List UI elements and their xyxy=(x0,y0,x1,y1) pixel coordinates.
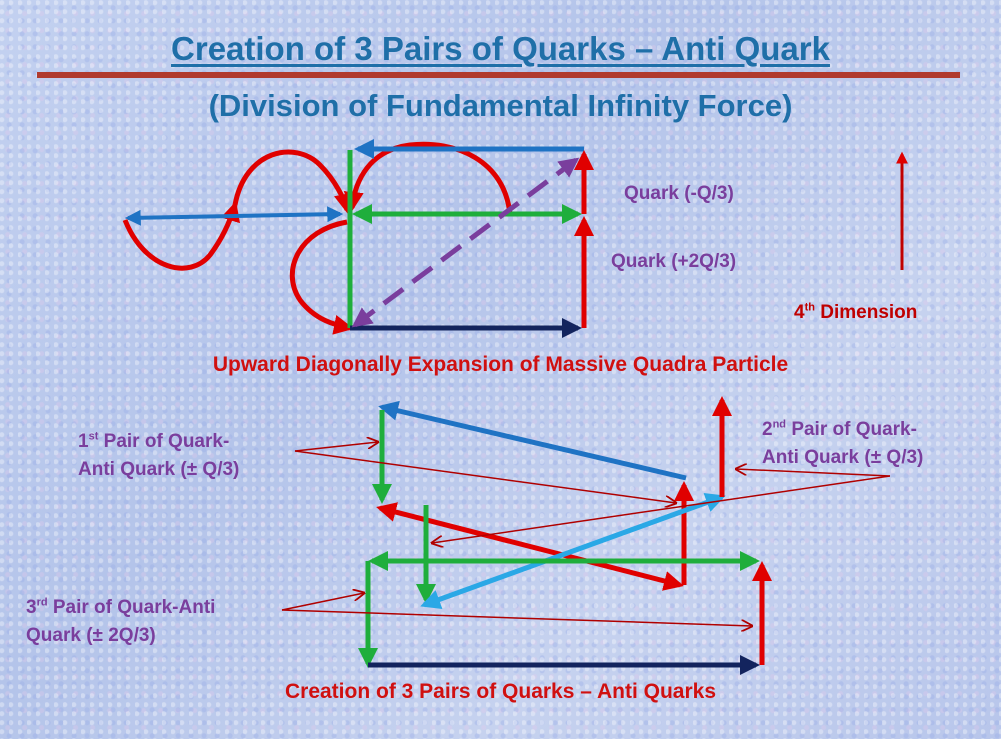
dimension-superscript: th xyxy=(804,301,815,314)
pair1-superscript: st xyxy=(88,430,99,443)
top-diagram xyxy=(122,139,908,338)
pair2-number: 2 xyxy=(762,419,773,440)
title-rule xyxy=(37,72,960,78)
pair3-superscript: rd xyxy=(36,596,48,609)
bottom-caption: Creation of 3 Pairs of Quarks – Anti Qua… xyxy=(284,680,716,703)
blue-diagonal-top xyxy=(378,400,687,481)
label-quark-pos: Quark (+2Q/3) xyxy=(611,251,737,272)
label-pair3-line2: Quark (± 2Q/3) xyxy=(26,625,156,646)
blue-double-arrow xyxy=(124,206,344,226)
top-caption: Upward Diagonally Expansion of Massive Q… xyxy=(212,353,789,376)
label-4th-dimension: 4th Dimension xyxy=(794,302,917,324)
pointer-pair3-b xyxy=(281,609,752,626)
pointer-pair1-b xyxy=(294,450,676,503)
pair1-number: 1 xyxy=(78,431,89,452)
label-pair3-line1: 3rd Pair of Quark-Anti xyxy=(26,594,215,622)
dimension-text: Dimension xyxy=(820,302,918,323)
slide-subtitle: (Division of Fundamental Infinity Force) xyxy=(208,88,793,123)
label-pair2-line1: 2nd Pair of Quark- xyxy=(762,416,923,444)
pair3-line1-text: Pair of Quark-Anti xyxy=(52,597,216,618)
light-blue-diagonal xyxy=(420,493,726,609)
label-pair2-line2: Anti Quark (± Q/3) xyxy=(762,447,924,468)
slide-title: Creation of 3 Pairs of Quarks – Anti Qua… xyxy=(171,30,830,67)
purple-dashed-diagonal xyxy=(351,157,580,328)
dimension-number: 4 xyxy=(794,302,805,323)
label-pair1: 1st Pair of Quark- Anti Quark (± Q/3) xyxy=(78,428,239,484)
label-quark-neg: Quark (-Q/3) xyxy=(624,183,734,204)
pair3-number: 3 xyxy=(26,597,37,618)
pointer-pair2-b xyxy=(432,475,891,543)
pointer-pair2-a xyxy=(736,469,891,477)
pointer-pair1-a xyxy=(294,442,378,452)
red-wave-top-left xyxy=(232,149,354,214)
pair1-line1-text: Pair of Quark- xyxy=(103,431,230,452)
pair2-line1-text: Pair of Quark- xyxy=(791,419,917,440)
pointer-pair3-a xyxy=(281,593,364,611)
red-wave-lower xyxy=(289,219,354,335)
label-pair1-line2: Anti Quark (± Q/3) xyxy=(78,459,240,480)
label-pair1-line1: 1st Pair of Quark- xyxy=(78,428,239,456)
red-wave-top-right xyxy=(343,141,513,216)
label-pair2: 2nd Pair of Quark- Anti Quark (± Q/3) xyxy=(762,416,923,472)
pair2-superscript: nd xyxy=(772,418,787,431)
label-pair3: 3rd Pair of Quark-Anti Quark (± 2Q/3) xyxy=(26,594,215,650)
bottom-diagram xyxy=(281,396,891,675)
